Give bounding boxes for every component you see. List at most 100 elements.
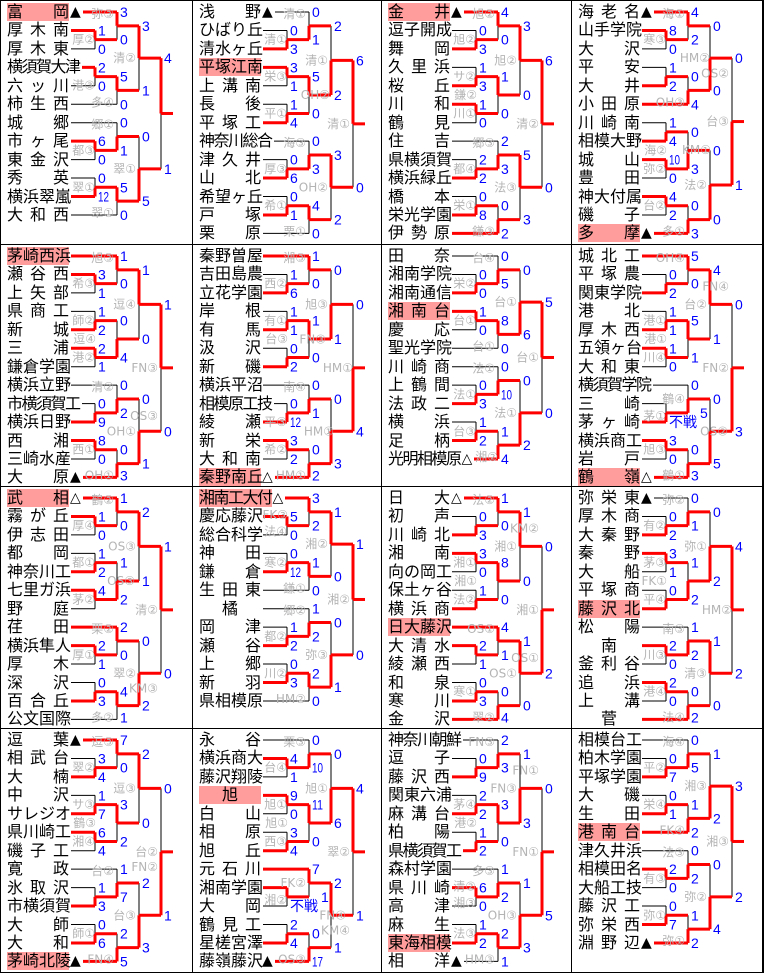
match-score: 2 — [501, 889, 509, 905]
team-entry: 麻溝台 — [388, 804, 450, 823]
team-name: 久里浜 — [388, 57, 450, 77]
team-entry: 岡津 — [199, 618, 261, 636]
match-score: 1 — [669, 303, 677, 319]
match-score: 2 — [691, 824, 699, 840]
venue-label: 多① — [662, 225, 685, 239]
venue-label: KM② — [510, 522, 539, 536]
match-score: 0 — [479, 564, 487, 580]
match-score: 0 — [545, 538, 553, 554]
team-name: 秦野曽屋 — [199, 246, 264, 265]
venue-label: 鎌③ — [472, 224, 495, 239]
filled-triangle-icon: ▲ — [641, 934, 652, 951]
venue-label: 都④ — [453, 162, 476, 176]
match-score: 1 — [479, 96, 487, 112]
team-name: 湘南台 — [388, 301, 450, 321]
team-entry: 柏陽 — [388, 823, 450, 841]
team-entry: 柏木学園 — [578, 749, 642, 767]
match-score: 6 — [290, 285, 298, 301]
match-score: 1 — [290, 322, 298, 338]
match-score: 0 — [501, 359, 509, 375]
team-entry: 湘南工大付△ — [199, 489, 283, 507]
venue-label: 海④ — [662, 734, 685, 749]
venue-label: サ③ — [72, 798, 95, 812]
team-name: 相武台 — [7, 748, 69, 768]
team-name: 城北工 — [578, 246, 640, 265]
venue-label: 平④ — [643, 592, 666, 606]
venue-label: 鶴① — [662, 468, 685, 483]
match-score: 1 — [164, 538, 172, 554]
team-name: 立花学園 — [199, 282, 264, 302]
team-name: 川崎商 — [388, 356, 450, 376]
match-score: 5 — [120, 953, 128, 969]
team-name: 瀬谷西 — [7, 264, 69, 284]
team-entry: 神田 — [199, 544, 261, 562]
match-score: 0 — [312, 693, 320, 709]
team-entry: 寛政 — [7, 860, 69, 878]
filled-triangle-icon: ▲ — [70, 469, 81, 486]
venue-label: OS③ — [278, 953, 306, 967]
match-score: 2 — [479, 935, 487, 951]
venue-label: 台① — [453, 313, 476, 328]
match-score: 2 — [735, 665, 743, 681]
match-score: 6 — [290, 170, 298, 186]
match-score: 1 — [501, 647, 509, 663]
team-entry: 大磯 — [578, 786, 640, 804]
match-score: 2 — [312, 518, 320, 534]
team-name: 豊田 — [578, 168, 640, 188]
match-score: 3 — [142, 18, 150, 34]
outline-triangle-icon: △ — [262, 469, 273, 486]
bracket-panel: 相模台工柏木学園平塚学園大磯生田港南台津久井浜相模田名大船工技藤沢工弥栄西淵野辺… — [572, 729, 762, 972]
venue-label: 台② — [684, 296, 707, 311]
team-name: 相模大野 — [578, 131, 643, 151]
venue-label: FN③ — [299, 332, 326, 346]
match-score: 0 — [523, 373, 531, 389]
match-score: 3 — [98, 693, 106, 709]
match-score: 2 — [545, 665, 553, 681]
team-name: 栄光学園 — [388, 204, 453, 224]
venue-label: OS③ — [108, 539, 136, 553]
team-entry: 都岡 — [7, 544, 69, 562]
team-name: 氷取沢 — [7, 877, 69, 897]
match-score: 2 — [334, 87, 342, 103]
team-entry: 舞岡 — [388, 39, 450, 58]
venue-label: OS① — [467, 622, 495, 636]
match-score: 1 — [501, 490, 509, 506]
team-name: 港南台 — [578, 822, 640, 842]
match-score: 0 — [691, 198, 699, 214]
venue-label: OS① — [489, 666, 517, 680]
match-score: 0 — [164, 780, 172, 796]
match-score: 1 — [501, 953, 509, 969]
match-score: 1 — [312, 405, 320, 421]
match-score: 3 — [290, 824, 298, 840]
team-entry: 足柄 — [388, 431, 450, 450]
match-score: 0 — [523, 698, 531, 714]
team-name: 県横須賀工 — [388, 840, 462, 860]
team-name: 総合科学 — [199, 524, 264, 544]
venue-label: 鶴④ — [662, 391, 685, 406]
team-entry: 永谷 — [199, 731, 261, 749]
match-score: 0 — [334, 391, 342, 407]
team-entry: 霧が丘 — [7, 507, 69, 525]
venue-label: FN② — [702, 361, 729, 375]
venue-label: 都② — [264, 629, 287, 643]
team-entry: 高津 — [388, 897, 450, 915]
match-score: 1 — [120, 709, 128, 725]
team-name: 大楠 — [7, 766, 69, 786]
team-name: 相洋 — [388, 951, 450, 971]
match-score: 2 — [669, 675, 677, 691]
team-entry: 小田原 — [578, 95, 640, 113]
venue-label: 希③ — [72, 276, 95, 291]
team-name: 上郷 — [199, 654, 261, 674]
venue-label: 師② — [72, 314, 95, 328]
match-score: 7 — [312, 861, 320, 877]
venue-label: 旭① — [305, 781, 328, 795]
team-entry: 川崎商 — [388, 356, 450, 376]
match-score: 1 — [479, 414, 487, 430]
match-score: 0 — [691, 377, 699, 393]
match-score: 9 — [479, 769, 487, 785]
match-score: 2 — [142, 698, 150, 714]
team-name: 麻生 — [388, 914, 450, 934]
team-entry: 三崎 — [578, 394, 640, 413]
team-entry: 横浜立野 — [7, 376, 71, 394]
team-name: 平塚学園 — [578, 766, 643, 786]
